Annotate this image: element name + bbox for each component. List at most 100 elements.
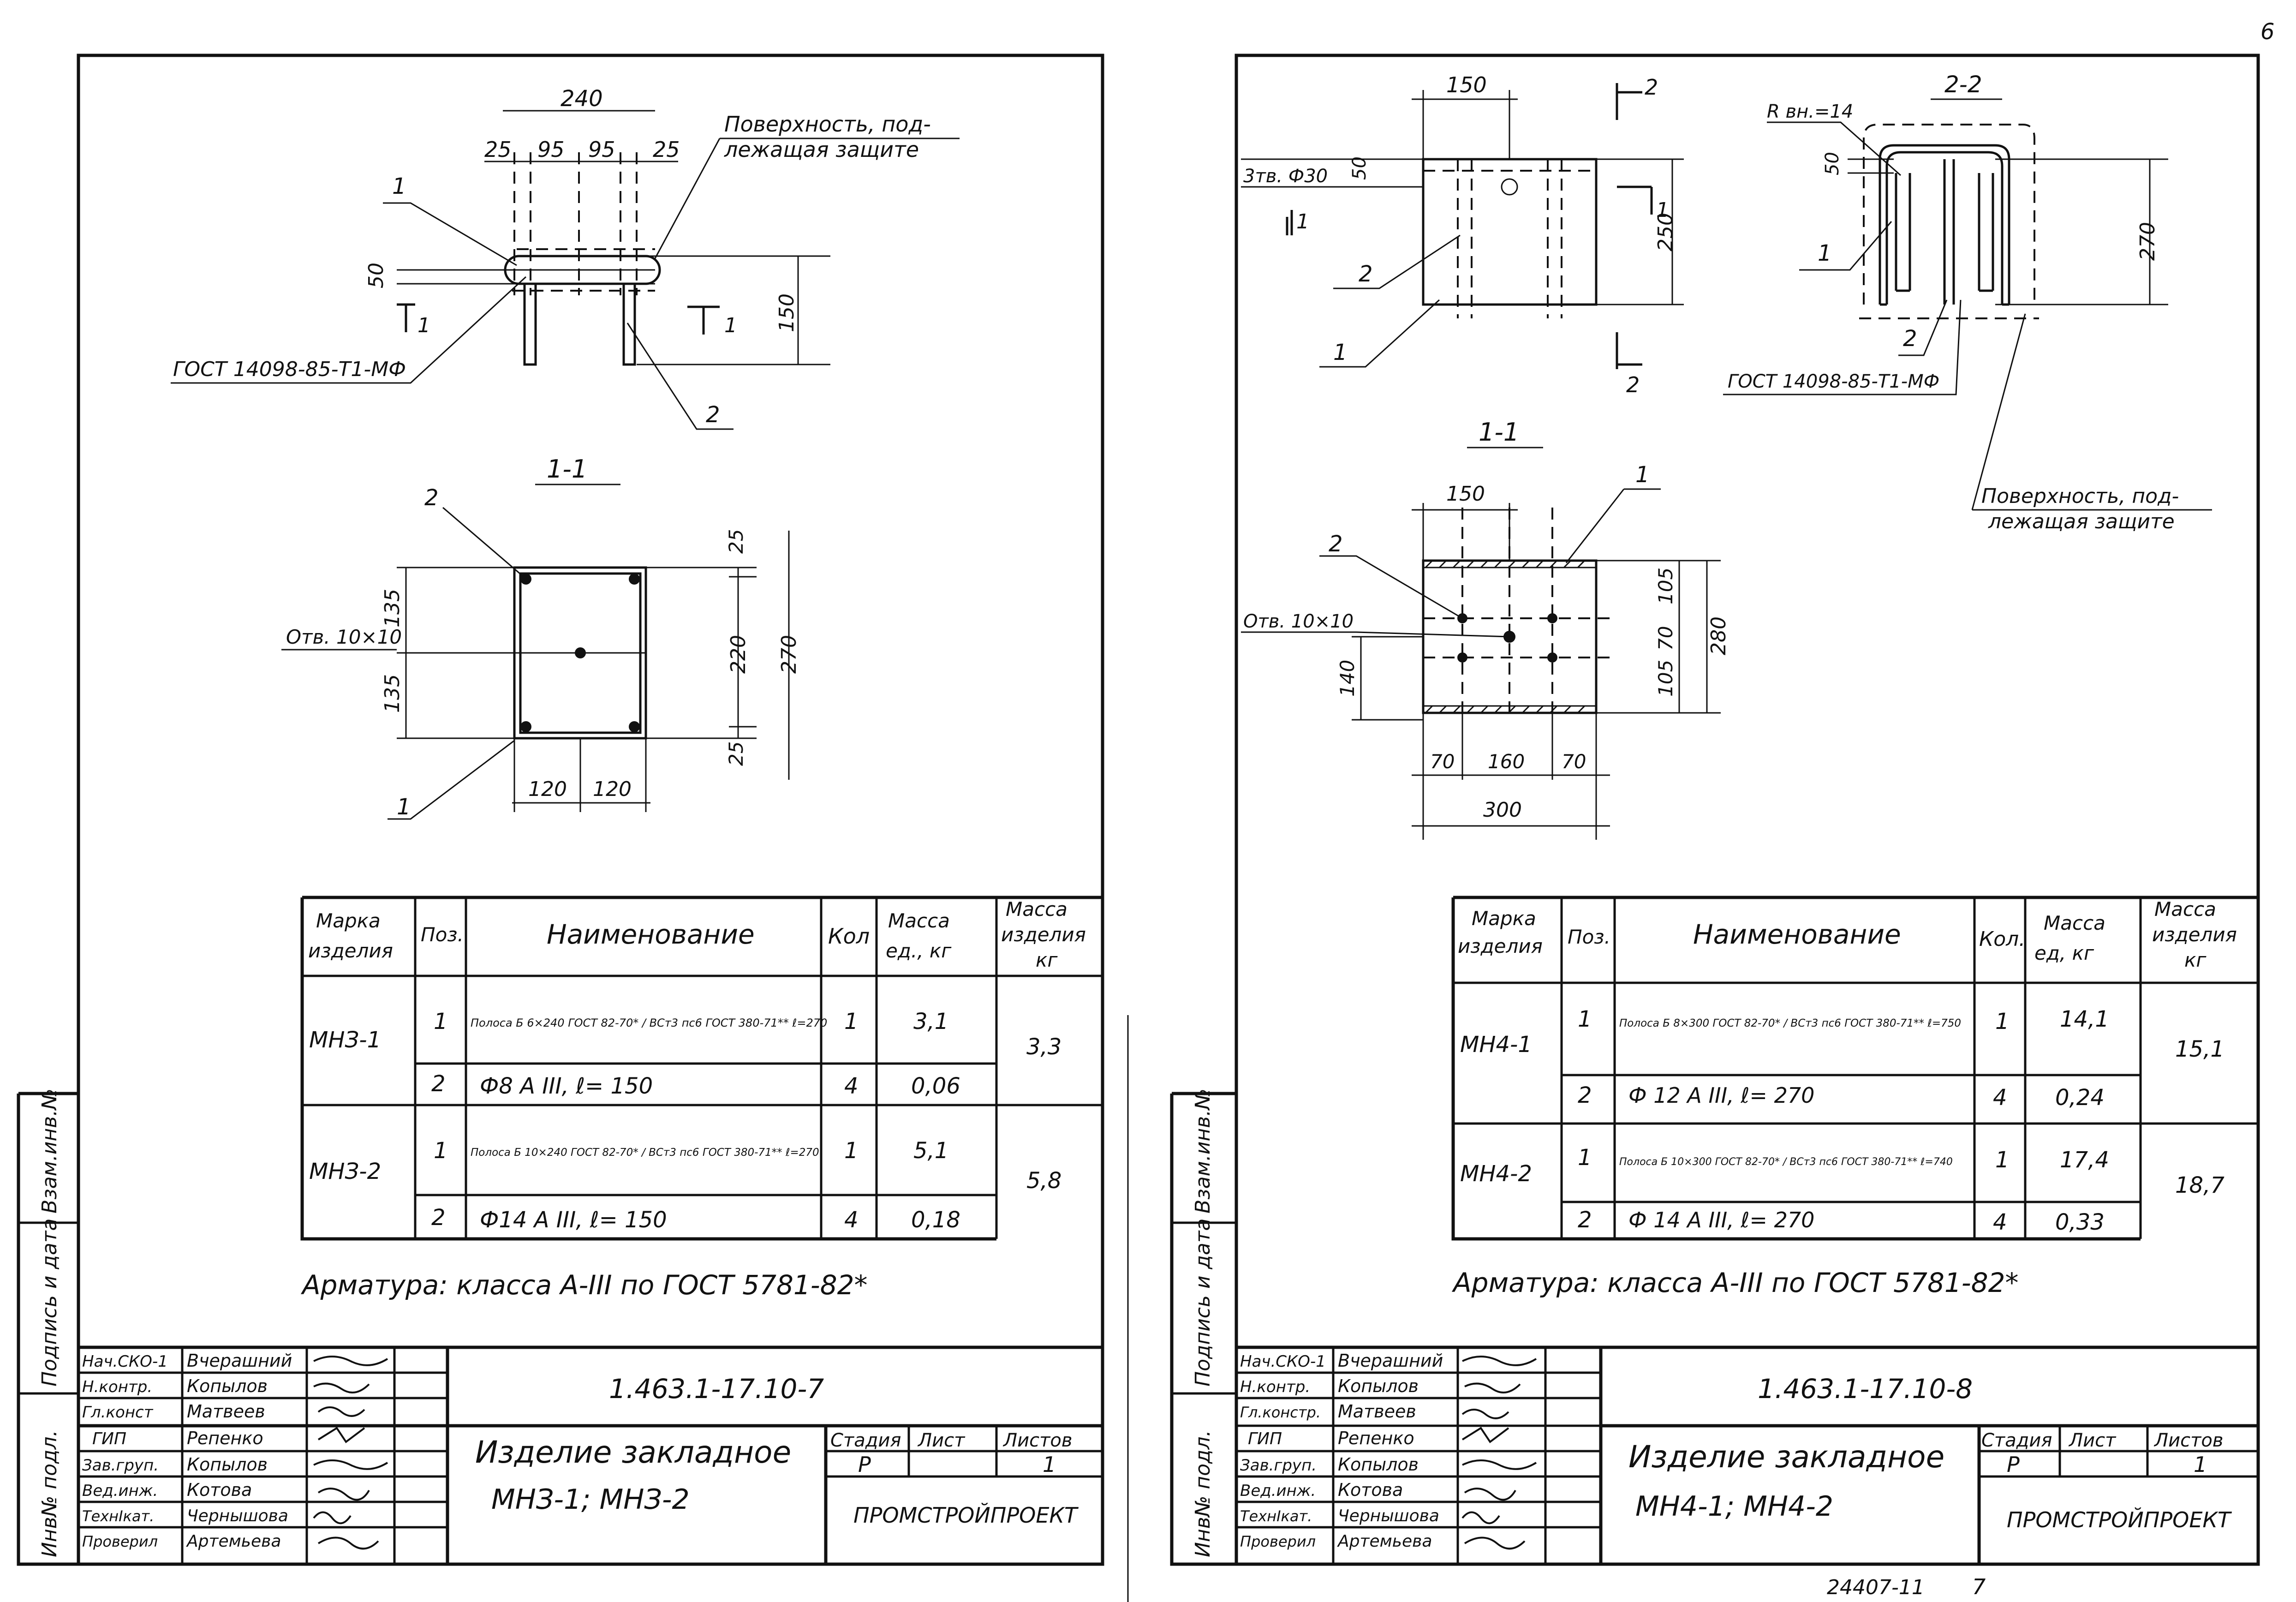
left-row1-total: 3,3: [1026, 1034, 1062, 1060]
right-pos-2c: 2: [1329, 531, 1343, 557]
right-dim-300: 300: [1483, 798, 1522, 822]
right-dim-150b: 150: [1446, 482, 1485, 506]
left-title-1: Изделие закладное: [475, 1435, 791, 1470]
side-stamp-inv: Инв№ подл.: [38, 1430, 61, 1557]
right-th-mark-1: Марка: [1472, 907, 1536, 930]
right-doc-code: 1.463.1-17.10-8: [1758, 1373, 1973, 1405]
right-role-1: Н.контр.: [1240, 1378, 1310, 1396]
right-name-5: Котова: [1338, 1480, 1403, 1500]
left-doc-code: 1.463.1-17.10-7: [609, 1373, 824, 1405]
left-row3-mark: МНЗ-2: [309, 1159, 381, 1184]
right-dim-160: 160: [1488, 750, 1525, 773]
left-dim-25a-sec: 25: [725, 529, 747, 554]
right-side-stamp-sign: Подпись и дата: [1191, 1219, 1215, 1387]
left-dim-95a: 95: [537, 137, 565, 162]
right-row1-qty: 1: [1995, 1009, 2010, 1034]
left-role-7: Проверил: [82, 1533, 158, 1550]
right-role-7: Проверил: [1240, 1533, 1316, 1550]
left-row1-name: Полоса Б 6×240 ГОСТ 82-70* / ВСт3 пс6 ГО…: [471, 1016, 827, 1029]
right-dim-70b: 70: [1562, 750, 1586, 773]
right-name-7: Артемьева: [1337, 1532, 1432, 1551]
right-th-mark-2: изделия: [1458, 935, 1543, 957]
right-th-total-1: Масса: [2154, 898, 2216, 921]
left-section-1-1: 1-1 2 Отв. 10×10 135 135 25 220 270 25 1…: [281, 454, 801, 820]
right-dim-250: 250: [1654, 213, 1677, 251]
left-th-mass-1: Масса: [888, 909, 950, 932]
left-dim-25a: 25: [484, 137, 512, 162]
left-sheets: 1: [1043, 1452, 1056, 1477]
right-sec1-right: 1: [1656, 198, 1669, 222]
left-dim-50: 50: [364, 263, 388, 288]
left-signatures: [313, 1356, 388, 1550]
right-row1-mass: 14,1: [2060, 1006, 2109, 1032]
left-role-4: Зав.груп.: [82, 1456, 159, 1475]
right-title-1: Изделие закладное: [1628, 1439, 1944, 1475]
left-dim-270: 270: [777, 635, 801, 674]
right-role-5: Вед.инж.: [1240, 1482, 1316, 1500]
right-dim-105a: 105: [1654, 568, 1677, 604]
right-th-name: Наименование: [1693, 919, 1901, 950]
left-row3-qty: 1: [844, 1138, 859, 1164]
left-th-pos: Поз.: [421, 923, 464, 946]
left-role-6: ТехнIкат.: [82, 1507, 154, 1525]
right-name-4: Копылов: [1338, 1454, 1419, 1475]
right-row3-pos: 1: [1578, 1145, 1592, 1171]
right-row3-name: Полоса Б 10×300 ГОСТ 82-70* / ВСт3 пс6 Г…: [1619, 1156, 1953, 1168]
right-side-stamp-replace: Взам.инв.№: [1191, 1088, 1215, 1213]
left-dim-135a: 135: [381, 589, 404, 628]
left-dim-240: 240: [561, 86, 603, 112]
left-row3-total: 5,8: [1026, 1168, 1062, 1194]
right-dim-280: 280: [1707, 616, 1730, 655]
right-row2-mass: 0,24: [2055, 1085, 2105, 1111]
left-name-6: Чернышова: [187, 1506, 288, 1525]
left-title-block: Нач.СКО-1 Н.контр. Гл.конст ГИП Зав.груп…: [77, 1345, 1103, 1564]
left-dim-25b-sec: 25: [725, 741, 747, 766]
right-surface-note-1: Поверхность, под-: [1981, 484, 2179, 508]
left-dim-120a: 120: [528, 777, 567, 801]
right-th-total-2: изделия: [2152, 923, 2237, 946]
right-row4-mass: 0,33: [2055, 1209, 2105, 1235]
right-sec1-left: 1: [1296, 210, 1309, 233]
right-th-qty: Кол.: [1979, 927, 2025, 951]
left-name-5: Котова: [187, 1480, 252, 1500]
left-sheet-label: Лист: [917, 1430, 966, 1451]
right-stage: Р: [2007, 1452, 2020, 1477]
left-role-3: ГИП: [92, 1429, 126, 1448]
right-dim-50: 50: [1349, 156, 1370, 180]
left-row1-mass: 3,1: [913, 1009, 948, 1034]
left-row3-pos: 1: [434, 1138, 448, 1164]
side-stamp-sign: Подпись и дата: [38, 1219, 61, 1387]
left-row1-pos: 1: [434, 1009, 448, 1034]
left-row4-mass: 0,18: [911, 1207, 960, 1233]
right-sec11-title: 1-1: [1479, 418, 1519, 447]
left-name-3: Репенко: [187, 1428, 263, 1448]
left-row2-pos: 2: [431, 1071, 446, 1097]
left-dim-120b: 120: [593, 777, 632, 801]
left-pos-1: 1: [392, 173, 406, 199]
right-role-6: ТехнIкат.: [1240, 1507, 1312, 1525]
left-role-1: Н.контр.: [82, 1378, 152, 1396]
right-row3-mark: МН4-2: [1460, 1161, 1532, 1187]
right-name-0: Вчерашний: [1338, 1351, 1443, 1371]
left-th-total-2: изделия: [1001, 923, 1086, 946]
right-row1-pos: 1: [1578, 1006, 1592, 1032]
right-row3-qty: 1: [1995, 1147, 2010, 1173]
left-dim-150: 150: [775, 293, 799, 332]
left-role-0: Нач.СКО-1: [82, 1352, 168, 1371]
right-pos-1b: 1: [1818, 240, 1832, 266]
left-sec-title: 1-1: [547, 454, 587, 484]
left-pos-2-sec: 2: [424, 485, 439, 511]
right-row2-pos: 2: [1578, 1082, 1592, 1108]
left-row4-name: Ф14 А III, ℓ= 150: [480, 1207, 667, 1233]
left-dim-95b: 95: [588, 137, 615, 162]
right-sheet: Инв№ подл. Подпись и дата Взам.инв.№ 150…: [1170, 54, 2260, 1599]
left-row3-mass: 5,1: [913, 1138, 948, 1164]
left-plan-view: 240 25 95 95 25 Поверхность, под- лежаща…: [171, 86, 960, 430]
left-row2-qty: 4: [844, 1073, 859, 1099]
right-row1-total: 15,1: [2175, 1036, 2224, 1062]
right-name-2: Матвеев: [1338, 1401, 1416, 1422]
right-section-1-1: 1-1 1 150 2 Отв. 10×10 140 105 70 105 28…: [1241, 418, 1730, 840]
left-weld: ГОСТ 14098-85-Т1-МФ: [173, 358, 406, 381]
right-dim-70a: 70: [1430, 750, 1455, 773]
right-footer-code: 24407-11: [1827, 1576, 1925, 1599]
